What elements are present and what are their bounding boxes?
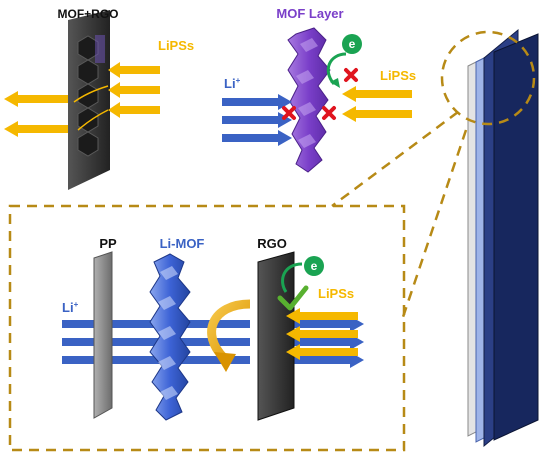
block-x-top	[344, 68, 358, 82]
electron-label-bottom: e	[311, 259, 318, 273]
block-x-marks	[282, 68, 358, 120]
electron-arrow-bottom	[281, 262, 303, 293]
mof-rgo-title: MOF+RGO	[57, 7, 118, 21]
electron-icon-bottom	[304, 256, 324, 276]
electron-arrowhead-top	[330, 78, 340, 88]
lipss-arrows-top-right	[342, 86, 412, 122]
hexagon-holes	[77, 35, 99, 157]
block-x-left	[282, 106, 296, 120]
mof-layer-title: MOF Layer	[276, 6, 343, 21]
block-x-right	[322, 106, 336, 120]
lipss-label-top-left: LiPSs	[158, 38, 194, 53]
lipss-label-bottom: LiPSs	[318, 286, 354, 301]
zoom-circle	[440, 30, 536, 126]
li-ion-label-top: Li+	[224, 76, 241, 91]
pp-label: PP	[99, 236, 117, 251]
lipss-arrows-bottom	[286, 308, 358, 360]
electron-label-top: e	[349, 37, 356, 51]
li-mof-facets	[158, 266, 178, 400]
zoom-connectors	[331, 110, 468, 321]
check-icon	[277, 285, 309, 311]
mof-layer-shape	[287, 27, 331, 173]
detail-frame	[8, 204, 406, 452]
detail-panel: e PP Li-MOF RGO LiPSs Li+	[62, 236, 364, 421]
li-arrows-top	[222, 94, 292, 146]
li-ion-label-bottom: Li+	[62, 300, 79, 315]
lipss-return-arrowhead	[214, 352, 236, 372]
mof-rgo-panel: MOF+RGO LiPSs	[4, 7, 194, 190]
pp-sheet	[93, 251, 113, 419]
electron-icon-top	[342, 34, 362, 54]
li-mof-label: Li-MOF	[160, 236, 205, 251]
lipss-arrows-top-left	[4, 62, 160, 137]
rgo-sheet-bottom	[257, 251, 295, 421]
layer-stack	[440, 28, 539, 448]
electron-arrow-top	[326, 52, 347, 85]
mof-facets	[296, 38, 318, 148]
mof-edge	[95, 35, 105, 63]
mof-layer-panel: e MOF Layer LiPSs Li+	[222, 6, 416, 173]
rgo-label: RGO	[257, 236, 287, 251]
lipss-return-arrow	[207, 299, 251, 362]
lipss-label-top-right: LiPSs	[380, 68, 416, 83]
stack-layer-navy	[493, 33, 539, 441]
